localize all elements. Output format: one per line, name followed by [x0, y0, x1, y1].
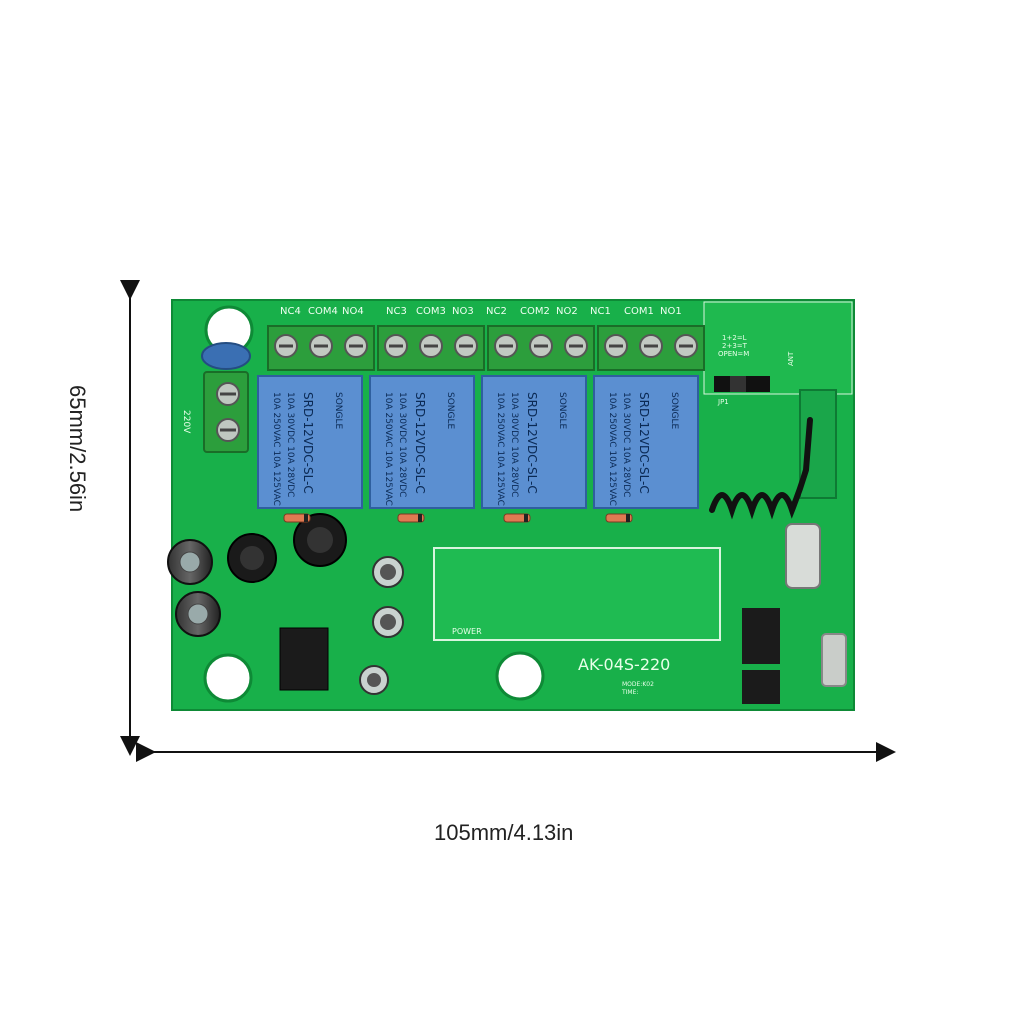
relay-text: SONGLE — [333, 392, 343, 430]
antenna-label: ANT — [787, 351, 795, 366]
relay-text: 10A 250VAC 10A 125VAC — [271, 392, 281, 506]
jumper-legend-2: 2+3=T — [722, 342, 748, 350]
relay-text: 10A 30VDC 10A 28VDC — [621, 392, 631, 497]
ic-chip — [279, 627, 329, 691]
terminal-label: NC4 — [280, 306, 301, 317]
decoder-ic — [742, 608, 780, 664]
terminal-labels: NC4 COM4 NO4 NC3 COM3 NO3 NC2 COM2 NO2 NC1 COM1 NO1 — [280, 306, 682, 317]
relay-text: SONGLE — [557, 392, 567, 430]
blue-capacitor — [201, 342, 251, 370]
relay-terminal-block — [487, 325, 595, 371]
relay-terminal-block — [377, 325, 485, 371]
terminal-label: COM1 — [624, 306, 654, 317]
relay-terminal-block — [597, 325, 705, 371]
relay: 10A 250VAC 10A 125VAC 10A 30VDC 10A 28VDC… — [257, 375, 363, 509]
diode — [605, 513, 633, 523]
diode — [397, 513, 425, 523]
terminal-blocks — [267, 325, 705, 371]
terminal-label: NO2 — [556, 306, 578, 317]
electrolytic-capacitors — [167, 539, 404, 695]
diode — [503, 513, 531, 523]
mounting-hole — [203, 653, 253, 703]
terminal-label: NC3 — [386, 306, 407, 317]
antenna-coil — [709, 417, 813, 520]
input-voltage-label: 220V — [181, 410, 191, 434]
terminal-label: COM3 — [416, 306, 446, 317]
relay-terminal-block — [267, 325, 375, 371]
terminal-label: NC1 — [590, 306, 611, 317]
terminal-label: NC2 — [486, 306, 507, 317]
relay-text: 10A 30VDC 10A 28VDC — [285, 392, 295, 497]
mounting-hole — [495, 651, 545, 701]
relay-text: 10A 30VDC 10A 28VDC — [397, 392, 407, 497]
height-dimension-label: 65mm/2.56in — [65, 385, 90, 513]
relay-text: SRD-12VDC-SL-C — [301, 392, 315, 494]
jumper-legend-3: OPEN=M — [718, 350, 749, 358]
relay-text: SONGLE — [669, 392, 679, 430]
relay-text: SRD-12VDC-SL-C — [413, 392, 427, 494]
decoder-ic-2 — [742, 670, 780, 704]
relays: 10A 250VAC 10A 125VAC 10A 30VDC 10A 28VDC… — [257, 375, 699, 509]
terminal-label: COM4 — [308, 306, 338, 317]
input-terminal-block — [203, 371, 249, 453]
jumper-legend-1: 1+2=L — [722, 334, 747, 342]
terminal-label: NO1 — [660, 306, 682, 317]
relay: 10A 250VAC 10A 125VAC 10A 30VDC 10A 28VDC… — [593, 375, 699, 509]
relay-text: SRD-12VDC-SL-C — [637, 392, 651, 494]
relay-text: 10A 250VAC 10A 125VAC — [607, 392, 617, 506]
time-label: TIME: — [621, 689, 638, 696]
diode — [283, 513, 311, 523]
learn-button — [821, 633, 847, 687]
mode-label: MODE:K02 — [622, 681, 654, 688]
relay-text: SONGLE — [445, 392, 455, 430]
relay: 10A 250VAC 10A 125VAC 10A 30VDC 10A 28VDC… — [369, 375, 475, 509]
diodes — [283, 513, 633, 523]
power-area — [433, 547, 721, 641]
relay: 10A 250VAC 10A 125VAC 10A 30VDC 10A 28VDC… — [481, 375, 587, 509]
pcb-board: POWER NC4 COM4 NO4 NC3 COM3 NO3 NC2 COM2 NO2 NC1 C… — [167, 299, 855, 711]
relay-text: 10A 30VDC 10A 28VDC — [509, 392, 519, 497]
model-label: AK-04S-220 — [578, 655, 670, 674]
jumper-header — [714, 376, 770, 392]
terminal-label: NO3 — [452, 306, 474, 317]
relay-text: 10A 250VAC 10A 125VAC — [383, 392, 393, 506]
inductors — [227, 513, 347, 583]
power-label: POWER — [452, 627, 482, 636]
crystal — [785, 523, 821, 589]
relay-text: 10A 250VAC 10A 125VAC — [495, 392, 505, 506]
terminal-label: NO4 — [342, 306, 364, 317]
width-dimension-label: 105mm/4.13in — [434, 820, 574, 845]
terminal-label: COM2 — [520, 306, 550, 317]
relay-text: SRD-12VDC-SL-C — [525, 392, 539, 494]
jumper-name: JP1 — [717, 398, 729, 406]
